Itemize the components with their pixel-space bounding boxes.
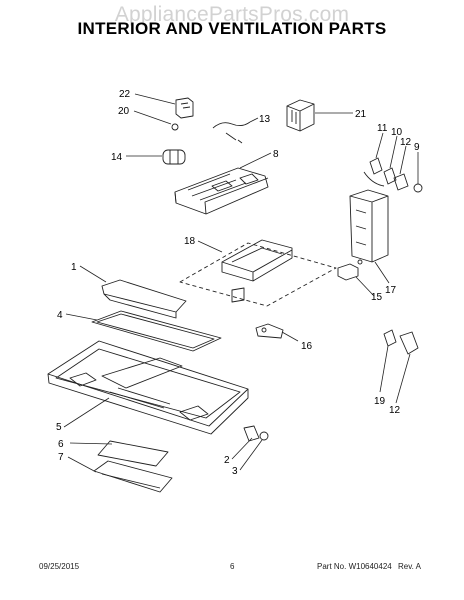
part-damper-1	[101, 279, 187, 319]
callout-18: 18	[184, 236, 196, 247]
part-lamp-cover-7	[93, 460, 173, 493]
callout-15: 15	[371, 292, 383, 303]
callout-10: 10	[391, 127, 403, 138]
callout-3: 3	[232, 466, 238, 477]
callout-19: 19	[374, 396, 386, 407]
part-transformer-21	[286, 99, 315, 132]
callout-5: 5	[56, 422, 62, 433]
callout-1: 1	[71, 262, 77, 273]
callout-21: 21	[355, 109, 367, 120]
callout-17: 17	[385, 285, 397, 296]
callout-12-lower: 12	[389, 405, 401, 416]
part-switches-11-10-12-9	[363, 157, 423, 193]
callout-8: 8	[273, 149, 279, 160]
part-thermistor-16	[255, 323, 284, 339]
part-bracket-22	[171, 97, 194, 131]
part-housing-18	[179, 239, 337, 307]
footer-page-number: 6	[230, 562, 235, 571]
footer-revision: Rev. A	[398, 562, 421, 571]
part-airguide-17	[349, 189, 389, 265]
watermark: AppliancePartsPros.com	[114, 3, 350, 26]
callout-13: 13	[259, 114, 271, 125]
callout-16: 16	[301, 341, 313, 352]
callout-22: 22	[119, 89, 131, 100]
footer-part-number: Part No. W10640424	[317, 562, 392, 571]
callout-6: 6	[58, 439, 64, 450]
part-filter-4	[91, 310, 222, 352]
part-block-15	[337, 263, 359, 281]
callout-14: 14	[111, 152, 123, 163]
callout-7: 7	[58, 452, 64, 463]
part-switches-19-12	[383, 329, 419, 355]
footer-date: 09/25/2015	[39, 562, 80, 571]
part-cover-6	[97, 440, 169, 467]
part-board-8	[174, 167, 269, 215]
part-wire-13	[212, 121, 251, 144]
page-title: INTERIOR AND VENTILATION PARTS	[77, 19, 387, 38]
part-socket-2-3	[243, 425, 269, 442]
callout-2: 2	[224, 455, 230, 466]
part-vent-panel-5	[47, 340, 249, 435]
callout-20: 20	[118, 106, 130, 117]
leader-lines	[63, 93, 419, 473]
callout-11: 11	[377, 123, 388, 134]
part-fuse-14	[162, 149, 186, 165]
callout-9: 9	[414, 142, 420, 153]
callout-12-upper: 12	[400, 137, 412, 148]
callout-4: 4	[57, 310, 63, 321]
